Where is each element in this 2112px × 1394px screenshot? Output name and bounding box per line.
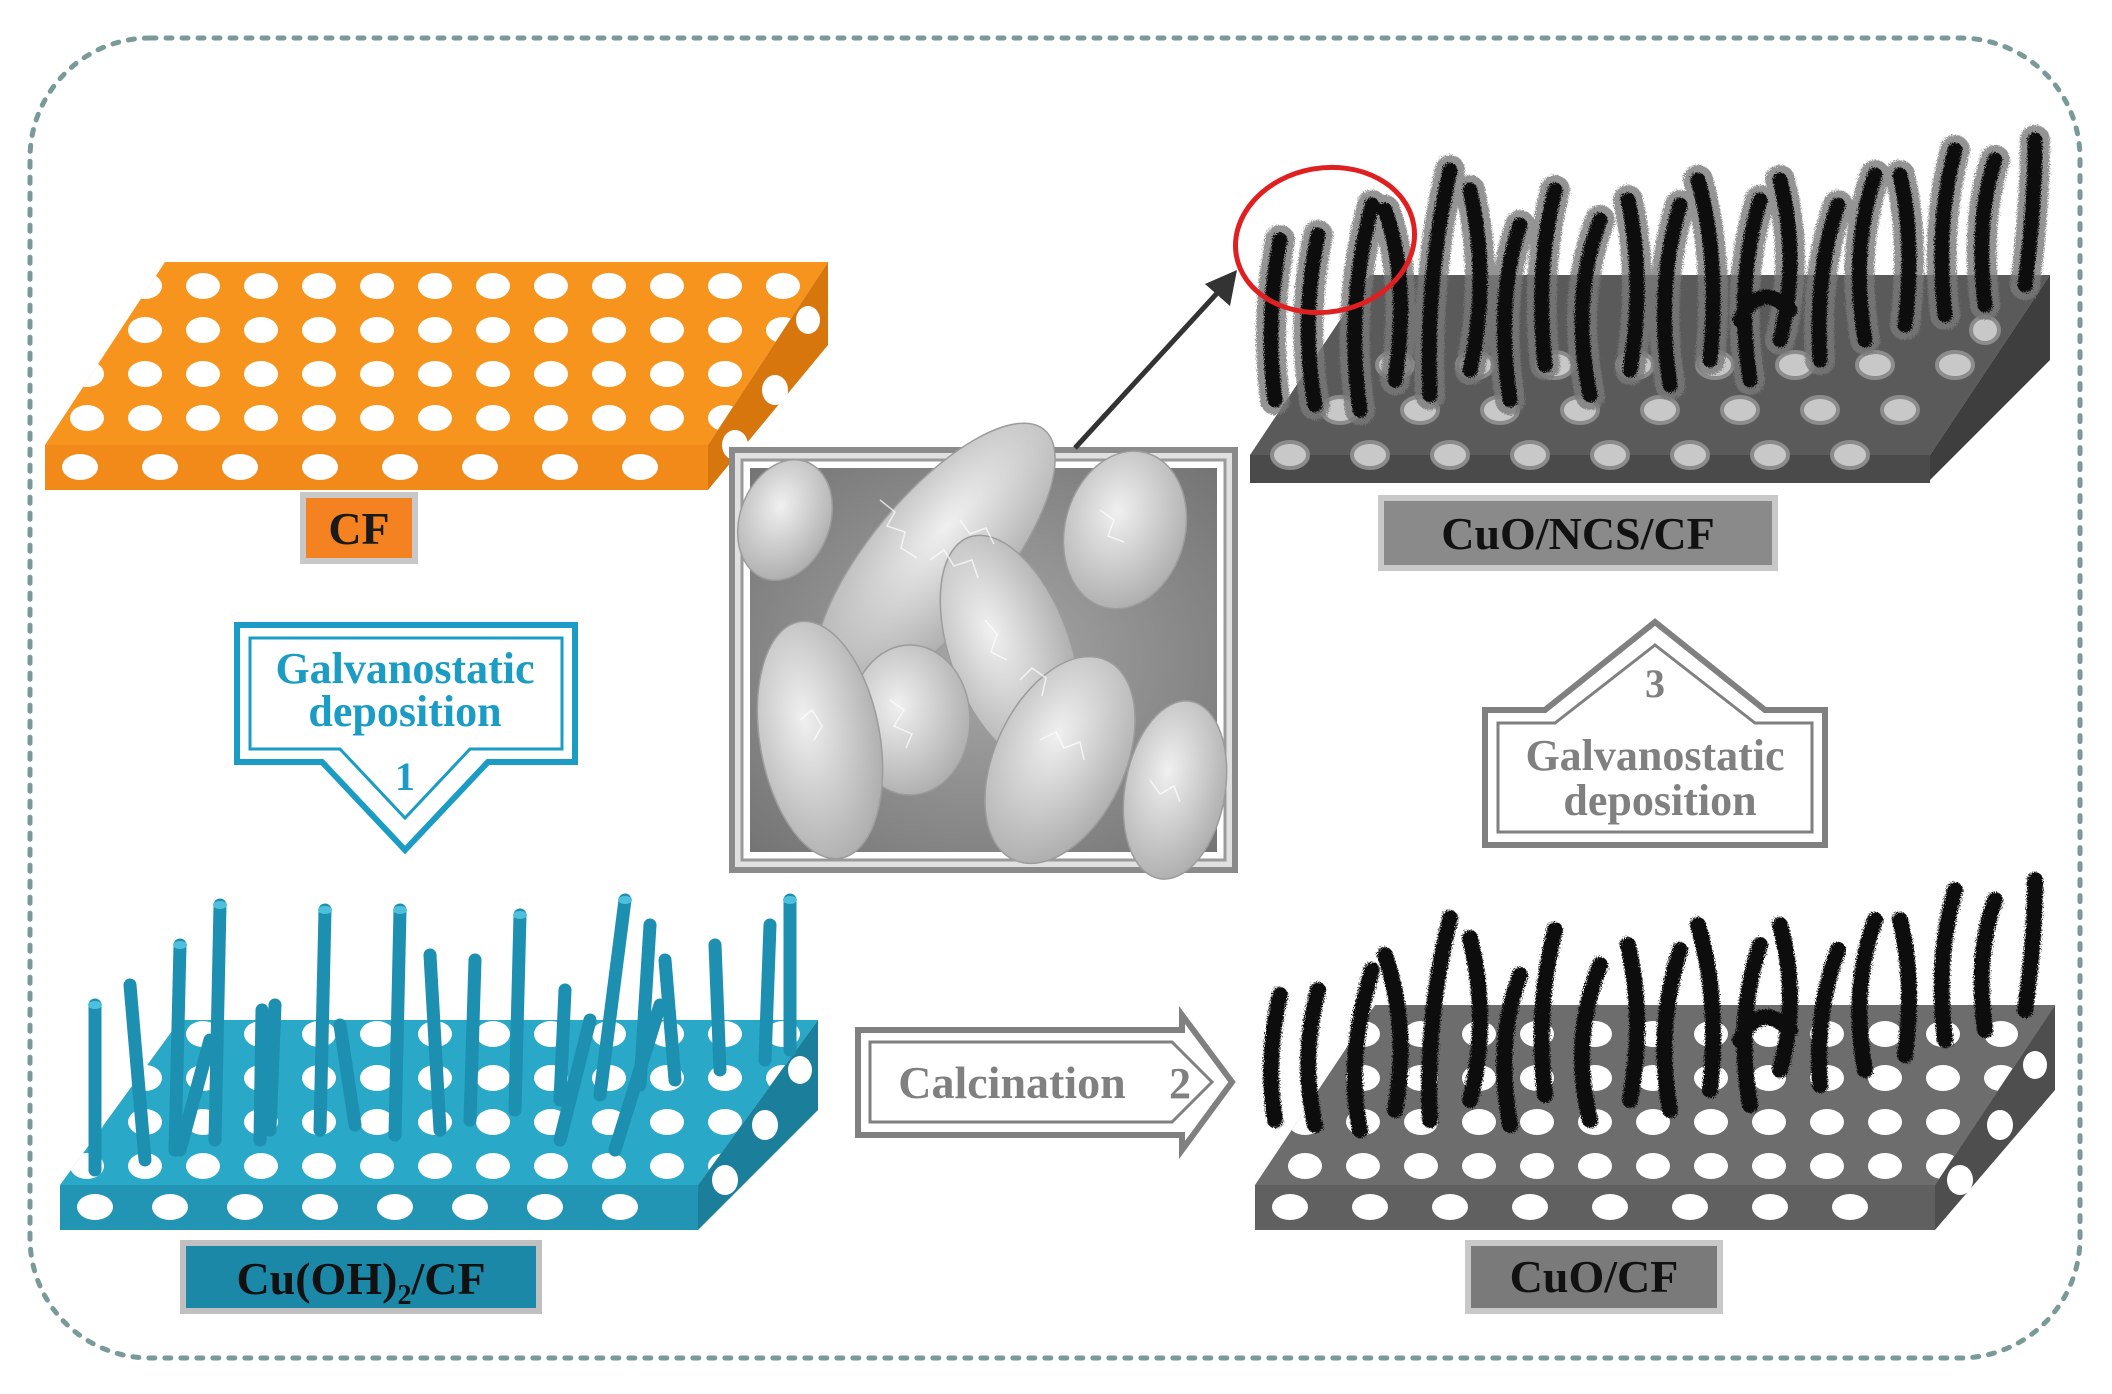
cuo-ncs-cf-label-box: CuO/NCS/CF — [1378, 495, 1778, 571]
cuo-cf-label-box: CuO/CF — [1465, 1240, 1723, 1314]
cuo-cf-plate — [1255, 872, 2055, 1230]
cuoh2-nanorods — [88, 893, 797, 1177]
step2-arrow: Calcination 2 — [855, 1005, 1236, 1160]
arrow-down-icon — [234, 622, 578, 855]
svg-text:Cu(OH)2/CF: Cu(OH)2/CF — [236, 1253, 485, 1311]
step1-arrow: Galvanostatic deposition 1 — [234, 622, 578, 855]
step2-label: Calcination — [898, 1057, 1125, 1108]
cuo-nanowires — [1263, 872, 2043, 1138]
cuo-cf-label: CuO/CF — [1510, 1251, 1679, 1302]
step1-line1: Galvanostatic — [275, 644, 534, 693]
cuo-ncs-nanowires — [1263, 132, 2043, 418]
cuoh2-label-tail: /CF — [410, 1253, 485, 1304]
highlight-circle — [1232, 164, 1418, 316]
step2-number: 2 — [1169, 1059, 1191, 1108]
sem-pointer-arrow — [1073, 270, 1237, 450]
cuoh2-label-box: Cu(OH)2/CF — [180, 1240, 542, 1314]
cf-label: CF — [328, 503, 389, 554]
cf-label-box: CF — [300, 492, 418, 564]
step3-line1: Galvanostatic — [1525, 731, 1784, 780]
arrow-right-icon — [855, 1005, 1236, 1160]
cf-foam-plate — [45, 262, 828, 490]
sem-micrograph — [729, 422, 1238, 880]
cuoh2-label: Cu(OH) — [236, 1253, 397, 1304]
arrow-up-icon — [1482, 618, 1828, 848]
step3-line2: deposition — [1563, 776, 1756, 825]
step1-line2: deposition — [308, 687, 501, 736]
cuoh2-subscript: 2 — [397, 1280, 411, 1311]
cuo-ncs-cf-plate — [1232, 125, 2050, 483]
step3-arrow: 3 Galvanostatic deposition — [1482, 618, 1828, 848]
step3-number: 3 — [1645, 661, 1665, 706]
cuo-ncs-cf-label: CuO/NCS/CF — [1441, 508, 1714, 559]
cuoh2-cf-plate — [60, 893, 818, 1230]
step1-number: 1 — [395, 754, 415, 799]
